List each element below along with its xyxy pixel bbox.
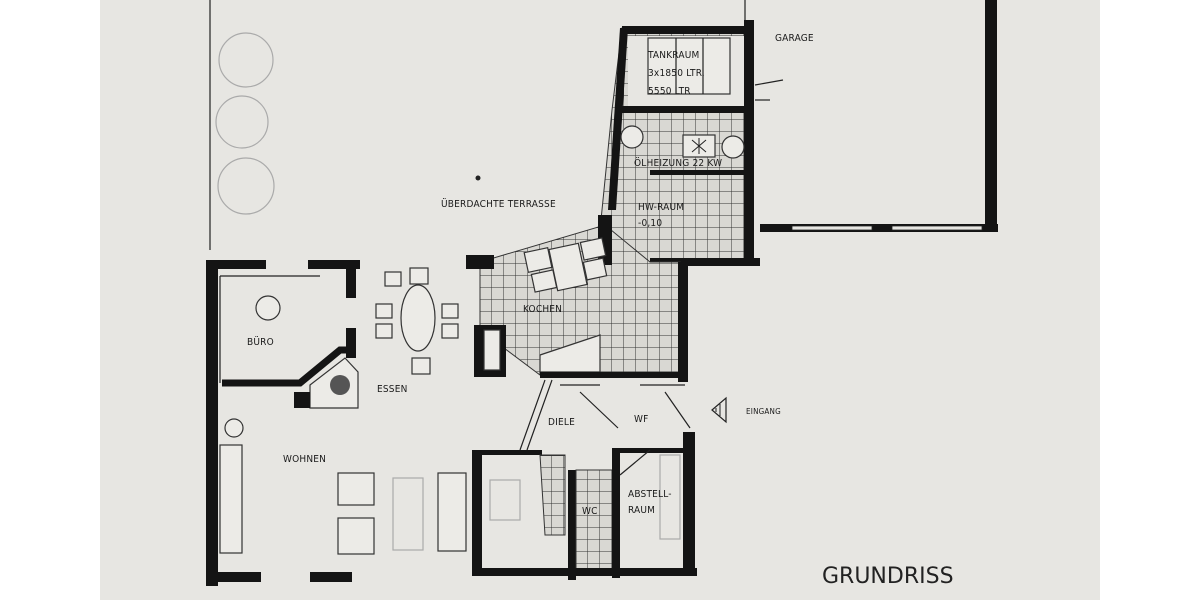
entrance-area xyxy=(472,379,727,580)
label-abstell-1: ABSTELL- xyxy=(628,489,672,500)
label-heizung: ÖLHEIZUNG 22 KW xyxy=(634,156,722,169)
label-eingang: EINGANG xyxy=(746,407,781,416)
label-diele: DIELE xyxy=(548,417,575,428)
garden-outline xyxy=(209,0,481,250)
label-terrasse: ÜBERDACHTE TERRASSE xyxy=(441,197,556,210)
label-wf: WF xyxy=(634,414,648,425)
label-tank-capacity-2: 5550 LTR xyxy=(648,86,691,97)
plan-title: GRUNDRISS xyxy=(822,564,954,589)
living-area xyxy=(206,260,467,586)
label-hw-raum: HW-RAUM xyxy=(638,202,684,213)
label-tankraum: TANKRAUM xyxy=(647,50,699,61)
label-hw-level: -0,10 xyxy=(638,218,662,229)
label-wc: WC xyxy=(582,506,598,517)
label-abstell-2: RAUM xyxy=(628,505,655,516)
label-tank-capacity-1: 3x1850 LTR. xyxy=(648,68,705,79)
kitchen xyxy=(466,215,688,382)
label-garage: GARAGE xyxy=(775,33,814,44)
label-kochen: KOCHEN xyxy=(523,304,562,315)
garage xyxy=(744,0,998,232)
label-wohnen: WOHNEN xyxy=(283,454,326,465)
entrance-arrow-icon xyxy=(711,396,727,424)
label-buero: BÜRO xyxy=(247,335,274,348)
label-essen: ESSEN xyxy=(377,384,408,395)
